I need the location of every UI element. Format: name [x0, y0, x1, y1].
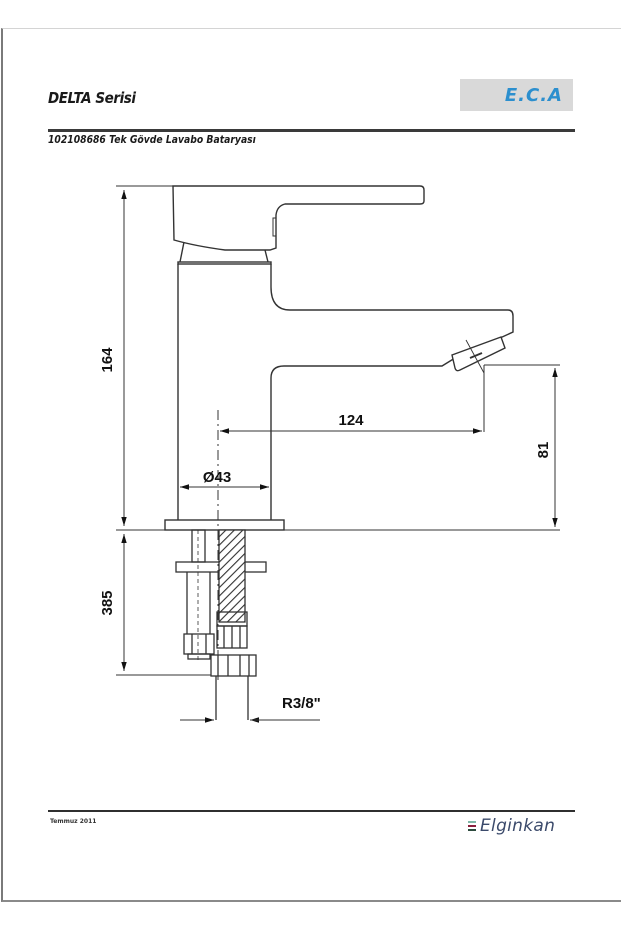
- dim-body-diameter: Ø43: [203, 469, 231, 486]
- dim-spout-height: 81: [535, 442, 552, 459]
- dim-hose-length: 385: [99, 590, 116, 615]
- braided-hose: [218, 529, 246, 623]
- eca-logo-text: E.C.A: [504, 84, 563, 106]
- dimension-labels: 164 385 124 81 Ø43 R3/8": [99, 347, 552, 712]
- dimension-lines: [116, 185, 560, 723]
- dim-total-height: 164: [99, 347, 116, 373]
- page-border: [1, 28, 621, 902]
- lever-handle: [172, 185, 425, 251]
- elginkan-wordmark: Elginkan: [480, 816, 556, 836]
- elginkan-logo: Elginkan: [468, 816, 555, 836]
- header-rule: [48, 129, 575, 132]
- faucet-outline: [164, 185, 514, 680]
- product-title: 102108686 Tek Gövde Lavabo Bataryası: [48, 134, 256, 146]
- footer-rule: [48, 810, 575, 812]
- eca-logo: E.C.A: [460, 79, 573, 111]
- elginkan-mark-icon: [468, 821, 476, 831]
- spout: [270, 357, 456, 520]
- underside-fittings: [175, 529, 267, 720]
- base-plate: [164, 519, 285, 531]
- series-title: DELTA Serisi: [48, 89, 136, 107]
- footer-date: Temmuz 2011: [50, 818, 97, 825]
- dim-connection: R3/8": [282, 695, 321, 712]
- faucet-body: [177, 264, 514, 520]
- dim-spout-reach: 124: [338, 412, 364, 429]
- connector-nut: [210, 654, 257, 677]
